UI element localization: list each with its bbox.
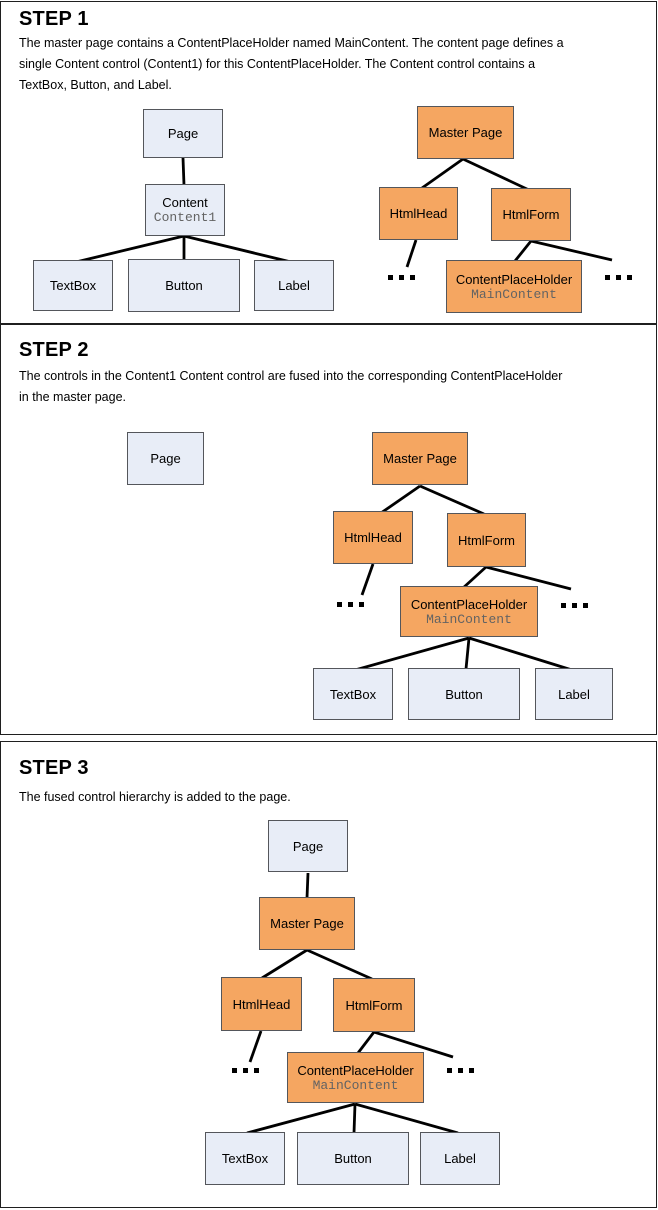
node-label: HtmlForm — [502, 207, 560, 222]
node-step2-textbox: TextBox — [313, 668, 393, 720]
node-label: Button — [165, 278, 203, 293]
node-step1-htmlhead: HtmlHead — [379, 187, 458, 240]
node-label: TextBox — [49, 278, 97, 293]
node-step3-htmlhead: HtmlHead — [221, 977, 302, 1031]
node-label: Master Page — [428, 125, 503, 140]
node-step2-htmlform: HtmlForm — [447, 513, 526, 567]
node-label: HtmlHead — [232, 996, 291, 1012]
node-step2-htmlhead: HtmlHead — [333, 511, 413, 564]
step3-right-ellipsis — [447, 1068, 474, 1073]
node-label: ContentPlaceHolder — [297, 1062, 414, 1078]
node-sublabel: Content1 — [153, 210, 217, 225]
node-label: HtmlHead — [344, 530, 402, 545]
node-label: Page — [150, 451, 181, 466]
node-label: Label — [278, 278, 310, 293]
node-step2-master-page: Master Page — [372, 432, 468, 485]
node-step2-button: Button — [408, 668, 520, 720]
node-step1-button: Button — [128, 259, 240, 312]
node-label: HtmlForm — [457, 532, 516, 548]
node-label: Content — [162, 195, 208, 210]
step1-right-ellipsis — [605, 275, 632, 280]
node-label: ContentPlaceHolder — [410, 596, 528, 612]
node-label: Button — [334, 1151, 372, 1166]
node-sublabel: MainContent — [312, 1077, 399, 1093]
node-step3-page: Page — [268, 820, 348, 872]
node-step1-htmlform: HtmlForm — [491, 188, 571, 241]
node-step1-master-page: Master Page — [417, 106, 514, 159]
node-label: Master Page — [270, 916, 344, 931]
node-step2-label: Label — [535, 668, 613, 720]
node-step1-page: Page — [143, 109, 223, 158]
node-step2-page: Page — [127, 432, 204, 485]
section-step2: STEP 2 The controls in the Content1 Cont… — [0, 324, 657, 735]
node-label: HtmlHead — [389, 206, 448, 221]
node-step3-label: Label — [420, 1132, 500, 1185]
node-sublabel: MainContent — [426, 611, 512, 627]
step3-heading: STEP 3 — [19, 757, 89, 779]
node-label: Label — [558, 686, 590, 702]
node-label: HtmlForm — [345, 997, 403, 1013]
node-step3-htmlform: HtmlForm — [333, 978, 415, 1032]
node-step3-textbox: TextBox — [205, 1132, 285, 1185]
step1-left-ellipsis — [388, 275, 415, 280]
node-label: Label — [444, 1151, 476, 1166]
node-label: Page — [292, 838, 324, 854]
step3-left-ellipsis — [232, 1068, 259, 1073]
node-label: Page — [167, 126, 199, 141]
node-label: Master Page — [383, 451, 457, 466]
step1-description: The master page contains a ContentPlaceH… — [19, 36, 564, 92]
step1-heading: STEP 1 — [19, 8, 89, 30]
node-step1-textbox: TextBox — [33, 260, 113, 311]
node-label: Button — [445, 686, 483, 702]
node-step3-button: Button — [297, 1132, 409, 1185]
node-sublabel: MainContent — [471, 286, 557, 302]
step2-heading: STEP 2 — [19, 339, 89, 361]
node-label: TextBox — [329, 686, 377, 702]
node-step3-master-page: Master Page — [259, 897, 355, 950]
node-step1-label: Label — [254, 260, 334, 311]
step2-description: The controls in the Content1 Content con… — [19, 369, 563, 404]
step2-left-ellipsis — [337, 602, 364, 607]
step2-right-ellipsis — [561, 603, 588, 608]
step3-description: The fused control hierarchy is added to … — [19, 790, 291, 804]
node-label: ContentPlaceHolder — [455, 271, 573, 287]
node-label: TextBox — [221, 1151, 269, 1166]
